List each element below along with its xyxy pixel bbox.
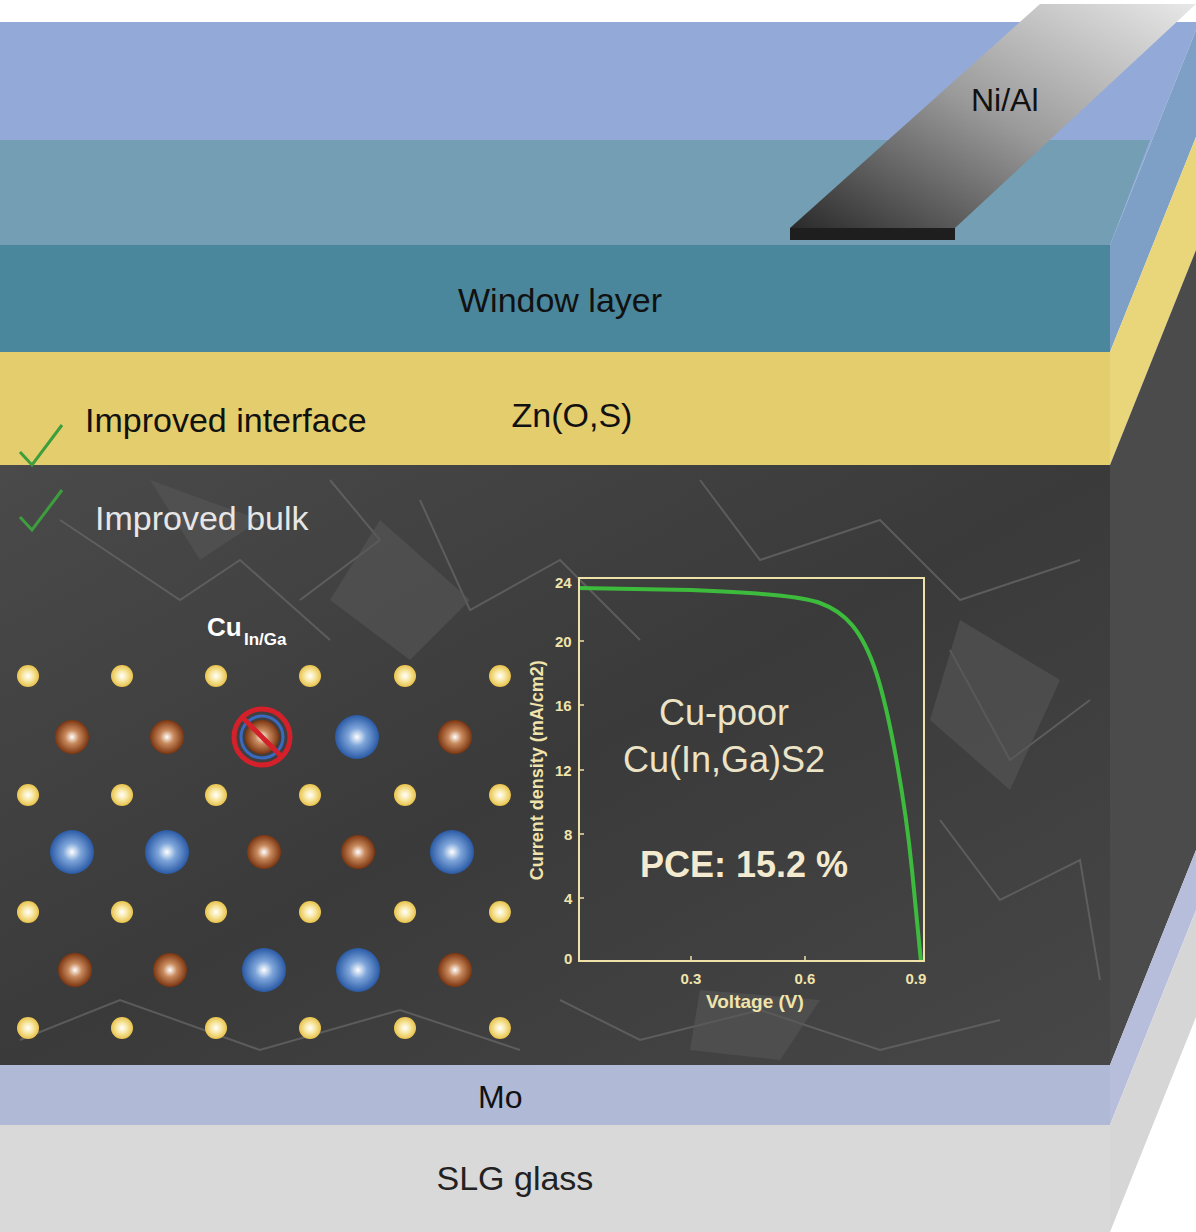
- layer-label: Window layer: [458, 281, 662, 320]
- window-layer-band: Window layer: [0, 245, 1110, 352]
- tick-label: 16: [555, 697, 572, 714]
- jv-curve: [578, 588, 921, 962]
- tick-label: 0.3: [681, 970, 702, 987]
- layer-label: Zn(O,S): [512, 396, 633, 435]
- buffer-front: [0, 352, 1110, 465]
- tick-label: 12: [555, 762, 572, 779]
- atom-label-subscript: In/Ga: [244, 630, 287, 650]
- tick-label: 0.6: [795, 970, 816, 987]
- mo-layer-band: Mo: [0, 1065, 1110, 1125]
- axis-title: Voltage (V): [706, 991, 804, 1013]
- check-mark: [20, 490, 62, 530]
- check-mark: [20, 425, 62, 465]
- window-front: [0, 245, 1110, 352]
- glass-side: [1110, 910, 1196, 1232]
- contact-edge: [790, 228, 955, 240]
- crystal-lattice: [17, 665, 511, 1039]
- glass-layer-band: SLG glass: [0, 1125, 1110, 1232]
- layer-label: Cu-poor Cu(In,Ga)S2: [609, 690, 839, 784]
- jv-chart-box: Cu-poor Cu(In,Ga)S2PCE: 15.2 %: [578, 577, 925, 962]
- layer-label: Improved bulk: [95, 499, 309, 538]
- tick-label: 0.9: [906, 970, 927, 987]
- buffer-layer-band: Improved interface Zn(O,S): [0, 352, 1110, 465]
- layer-label: PCE: 15.2 %: [640, 844, 848, 885]
- layer-label: Improved interface: [85, 401, 367, 440]
- tick-label: 8: [564, 826, 572, 843]
- mo-front: [0, 1065, 1110, 1125]
- layer-label: SLG glass: [437, 1159, 594, 1198]
- layer-label: Ni/Al: [971, 82, 1039, 119]
- tick-label: 4: [564, 890, 572, 907]
- tick-label: 0: [564, 950, 572, 967]
- tick-label: 20: [555, 633, 572, 650]
- contact-finger: [790, 4, 1196, 228]
- tick-label: 24: [555, 574, 572, 591]
- sem-grains: [150, 480, 1060, 1060]
- axis-title: Current density (mA/cm2): [527, 660, 548, 880]
- atom-label: Cu: [207, 613, 242, 643]
- sem-texture: [20, 480, 1100, 1050]
- axis-ticks: [578, 641, 805, 962]
- layer-label: Mo: [478, 1079, 522, 1116]
- absorber-front: [0, 465, 1110, 1065]
- glass-front: [0, 1125, 1110, 1232]
- contact-label-box: Ni/Al: [940, 70, 1080, 140]
